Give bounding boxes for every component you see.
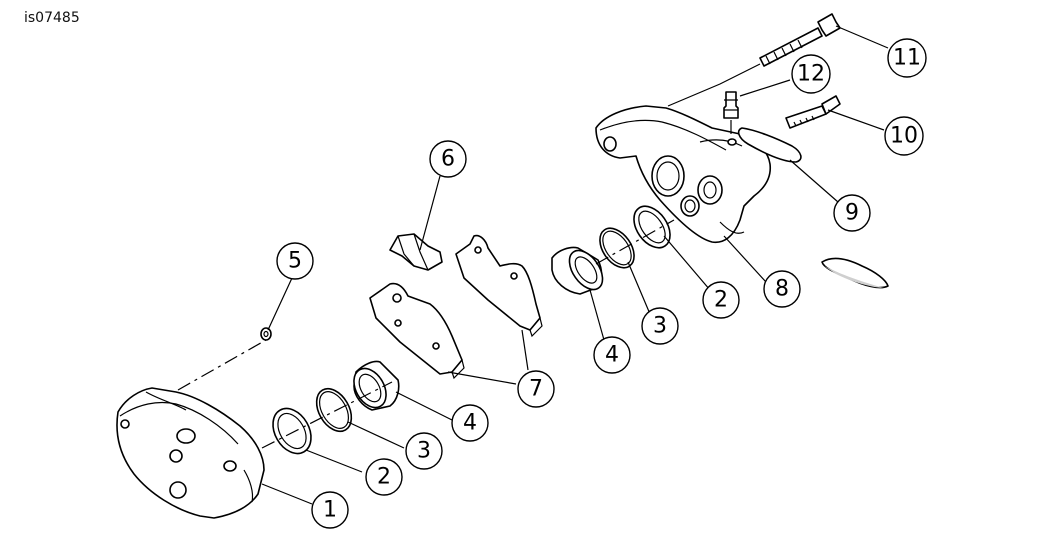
leader-lines [261,25,889,505]
part-5-fitting [260,327,272,341]
part-6-spring-clip [389,233,443,271]
part-10-bolt [785,95,841,129]
svg-text:8: 8 [775,277,789,302]
svg-text:9: 9 [845,201,859,226]
svg-text:7: 7 [529,377,543,402]
part-9-boot [737,127,802,163]
svg-text:6: 6 [441,147,455,172]
svg-text:5: 5 [288,249,302,274]
svg-text:1: 1 [323,498,337,523]
svg-text:4: 4 [605,343,619,368]
callout-12: 12 [791,54,831,94]
part-7-brake-pad-left [369,282,465,380]
svg-text:3: 3 [653,314,667,339]
callout-4-left: 4 [451,404,489,442]
callout-4-right: 4 [593,336,631,374]
part-3-seal-left [315,387,353,433]
callout-10: 10 [884,116,924,156]
svg-text:10: 10 [890,124,918,149]
svg-text:2: 2 [377,465,391,490]
loose-shim [821,257,889,289]
part-2-seal-left [272,407,312,455]
svg-text:11: 11 [893,46,921,71]
callout-5: 5 [276,242,314,280]
svg-text:3: 3 [417,439,431,464]
part-1-caliper-housing [116,387,265,519]
part-7-brake-pad-right [455,234,543,338]
figure-id-label: is07485 [24,10,80,26]
callout-7: 7 [517,370,555,408]
part-11-bolt [759,13,841,67]
callout-2-right: 2 [702,281,740,319]
part-12-bleeder-screw [723,91,739,140]
part-4-piston-right [551,246,604,295]
callout-8: 8 [763,270,801,308]
svg-text:2: 2 [714,288,728,313]
part-4-piston-left [353,360,400,411]
callout-6: 6 [429,140,467,178]
svg-text:4: 4 [463,411,477,436]
part-8-caliper-housing-inner [595,105,772,244]
callout-11: 11 [887,38,927,78]
callout-3-left: 3 [405,432,443,470]
svg-text:12: 12 [797,62,825,87]
callout-9: 9 [833,194,871,232]
callout-1: 1 [311,491,349,529]
callout-2-left: 2 [365,458,403,496]
callout-3-right: 3 [641,307,679,345]
